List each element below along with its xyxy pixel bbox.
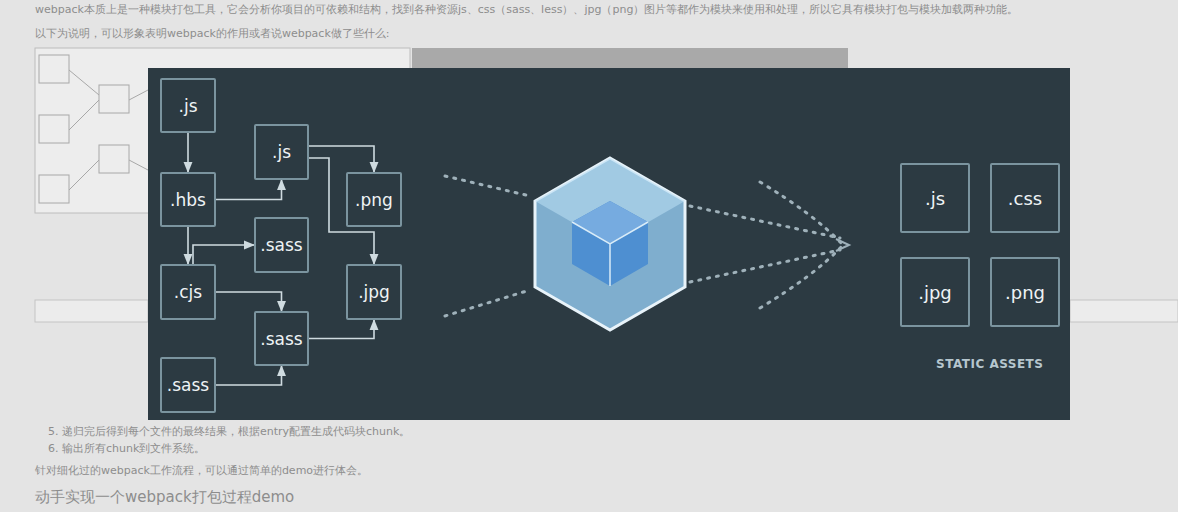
file-extension: .jpg (918, 282, 952, 303)
file-extension: .css (1008, 188, 1042, 209)
module-box: .sass (254, 311, 309, 366)
article-text: webpack本质上是一种模块打包工具，它会分析你项目的可依赖和结构，找到各种资… (35, 2, 1018, 17)
dotted-arrow-head (836, 239, 849, 251)
dependency-arrow (216, 366, 282, 385)
dependency-arrow (309, 146, 374, 172)
module-box: .cjs (160, 264, 216, 320)
module-box: .js (254, 124, 309, 180)
dependency-arrow (309, 320, 374, 339)
article-text: 5. 递归完后得到每个文件的最终结果，根据entry配置生成代码块chunk。 (48, 424, 410, 439)
dependency-arrow (187, 227, 189, 264)
article-text: 动手实现一个webpack打包过程demo (35, 488, 294, 507)
faded-code-bar (412, 48, 848, 68)
output-asset-box: .png (990, 257, 1060, 327)
file-extension: .png (355, 190, 393, 210)
faded-box (99, 145, 129, 173)
faded-box (39, 175, 69, 203)
dependency-arrow (193, 245, 254, 264)
file-extension: .hbs (170, 190, 206, 210)
article-text: 针对细化过的webpack工作流程，可以通过简单的demo进行体会。 (35, 463, 368, 478)
output-asset-box: .js (900, 163, 970, 233)
module-box: .png (346, 172, 402, 227)
module-box: .sass (160, 357, 216, 413)
file-extension: .png (1005, 282, 1045, 303)
output-asset-box: .css (990, 163, 1060, 233)
faded-box (39, 55, 69, 83)
article-text: 6. 输出所有chunk到文件系统。 (48, 441, 205, 456)
dependency-arrow (216, 292, 282, 311)
file-extension: .sass (167, 375, 209, 395)
file-extension: .jpg (358, 282, 390, 302)
faded-box (39, 115, 69, 143)
output-caption: STATIC ASSETS (936, 357, 1043, 371)
webpack-cube (535, 158, 685, 330)
file-extension: .sass (260, 329, 302, 349)
file-extension: .js (925, 188, 945, 209)
module-box: .hbs (160, 172, 216, 227)
dependency-arrow (187, 133, 189, 172)
file-extension: .js (272, 142, 291, 162)
dependency-arrow (216, 180, 282, 200)
faded-note-bar (35, 300, 148, 322)
output-asset-box: .jpg (900, 257, 970, 327)
module-box: .js (160, 78, 216, 133)
file-extension: .sass (260, 235, 302, 255)
faded-note-bar (1070, 300, 1178, 322)
article-text: 以下为说明，可以形象表明webpack的作用或者说webpack做了些什么: (35, 26, 389, 41)
file-extension: .cjs (174, 282, 202, 302)
faded-box (99, 85, 129, 113)
file-extension: .js (179, 96, 198, 116)
module-box: .sass (254, 217, 309, 273)
module-box: .jpg (346, 264, 402, 320)
faded-lines (69, 70, 148, 190)
